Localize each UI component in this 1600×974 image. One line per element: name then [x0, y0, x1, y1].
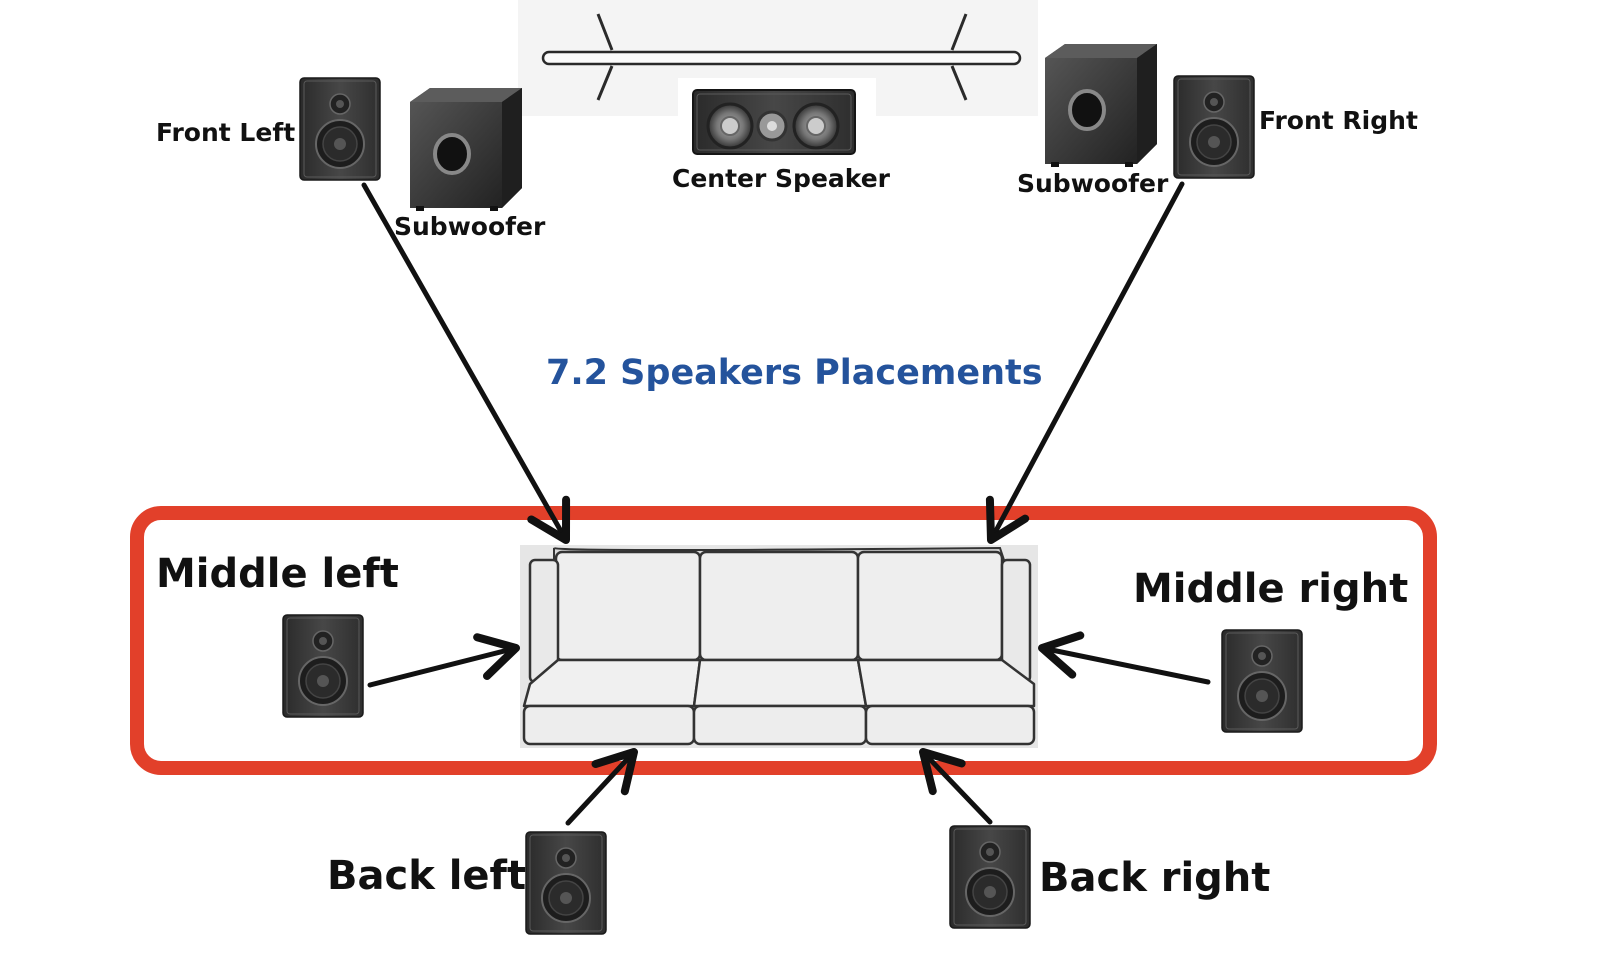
middle-right-arrow: [1038, 631, 1211, 685]
center-speaker-label: Center Speaker: [672, 164, 891, 193]
listening-area-highlight: [130, 506, 1437, 775]
center-channel-speaker-icon: [692, 89, 856, 155]
front-right-speaker-icon: [1173, 75, 1255, 179]
back-left-arrow: [565, 748, 638, 826]
middle-left-speaker-icon: [282, 614, 364, 718]
three-seat-sofa-icon: [520, 544, 1038, 748]
back-right-arrow: [919, 748, 993, 825]
back-left-label: Back left: [327, 853, 527, 899]
front-right-arrow: [985, 181, 1185, 544]
front-right-label: Front Right: [1259, 106, 1418, 135]
middle-left-arrow: [367, 633, 520, 688]
back-left-speaker-icon: [525, 831, 607, 935]
back-right-speaker-icon: [949, 825, 1031, 929]
front-left-speaker-icon: [299, 77, 381, 181]
right-subwoofer-icon: [1043, 42, 1159, 169]
middle-right-speaker-icon: [1221, 629, 1303, 733]
back-right-label: Back right: [1039, 855, 1271, 901]
middle-right-label: Middle right: [1133, 566, 1409, 612]
subwoofer-right-label: Subwoofer: [1017, 169, 1169, 198]
subwoofer-left-label: Subwoofer: [394, 212, 546, 241]
front-left-arrow: [361, 182, 571, 544]
left-subwoofer-icon: [408, 86, 524, 213]
diagram-title: 7.2 Speakers Placements: [546, 353, 1043, 393]
middle-left-label: Middle left: [156, 551, 399, 597]
front-left-label: Front Left: [156, 118, 296, 147]
